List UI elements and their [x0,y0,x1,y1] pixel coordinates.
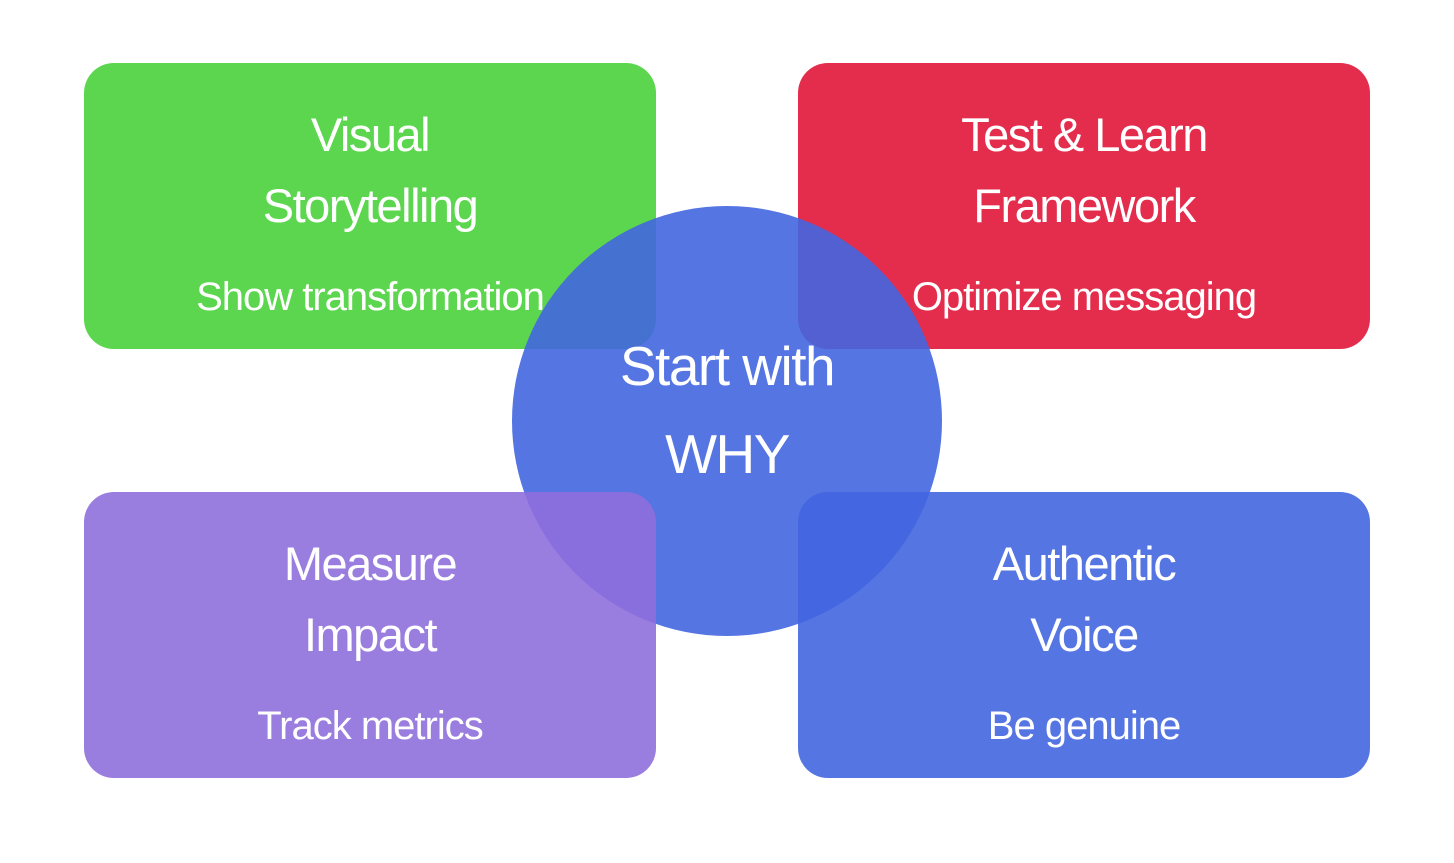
measure-impact-subtitle: Track metrics [257,704,484,748]
authentic-voice-title-line1: Authentic [992,537,1177,590]
center-title-line1: Start with [619,335,836,397]
visual-storytelling-title-line1: Visual [310,108,431,161]
measure-impact-title-line2: Impact [303,608,438,661]
visual-storytelling-title-line2: Storytelling [262,179,479,232]
authentic-voice-subtitle: Be genuine [987,704,1181,748]
test-learn-framework-title-line2: Framework [973,179,1196,232]
authentic-voice-box [798,492,1370,778]
measure-impact-title-line1: Measure [283,537,458,590]
test-learn-framework-label-group: Test & Learn Framework Optimize messagin… [798,63,1370,349]
visual-storytelling-subtitle: Show transformation [196,275,545,319]
authentic-voice-label-group: Authentic Voice Be genuine [798,492,1370,778]
authentic-voice-title-line2: Voice [1030,608,1139,661]
visual-storytelling-label-group: Visual Storytelling Show transformation [84,63,656,349]
measure-impact-label-group: Measure Impact Track metrics [84,492,656,778]
measure-impact-box [84,492,656,778]
test-learn-framework-subtitle: Optimize messaging [911,275,1257,319]
center-title-line2: WHY [665,423,790,485]
test-learn-framework-title-line1: Test & Learn [961,108,1208,161]
